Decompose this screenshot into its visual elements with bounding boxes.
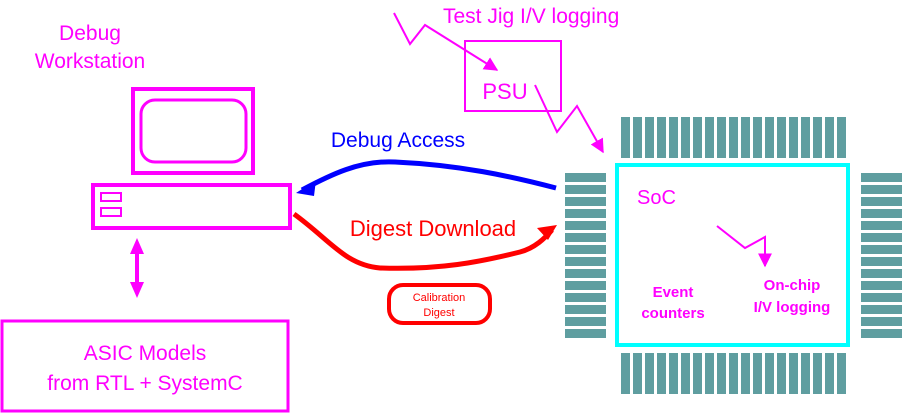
soc-pin bbox=[861, 281, 902, 290]
soc-pin bbox=[861, 209, 902, 218]
soc-pin bbox=[681, 117, 690, 158]
onchip-lightning-arrow-icon bbox=[716, 225, 772, 268]
soc-pin bbox=[765, 117, 774, 158]
soc-pin bbox=[657, 353, 666, 394]
soc-pin bbox=[861, 233, 902, 242]
digest-download-arrowhead-icon bbox=[537, 225, 557, 240]
soc-pin bbox=[741, 117, 750, 158]
soc-pin bbox=[565, 233, 606, 242]
soc-pin bbox=[861, 293, 902, 302]
soc-pin bbox=[801, 117, 810, 158]
psu-power-lightning-arrow-icon bbox=[534, 84, 604, 154]
soc-pin bbox=[565, 245, 606, 254]
soc-pin bbox=[861, 245, 902, 254]
soc-pin bbox=[825, 353, 834, 394]
computer-base-icon bbox=[91, 183, 292, 230]
soc-pin bbox=[657, 117, 666, 158]
soc-pin bbox=[777, 353, 786, 394]
soc-pin bbox=[693, 117, 702, 158]
calibration-line1: Calibration bbox=[413, 292, 466, 304]
soc-pins-left bbox=[565, 173, 606, 338]
soc-pin bbox=[669, 353, 678, 394]
calibration-digest-badge: Calibration Digest bbox=[387, 283, 492, 325]
soc-pin bbox=[633, 117, 642, 158]
soc-pin bbox=[717, 117, 726, 158]
soc-pin bbox=[825, 117, 834, 158]
debug-access-label: Debug Access bbox=[331, 129, 465, 152]
soc-pin bbox=[741, 353, 750, 394]
soc-pin bbox=[729, 117, 738, 158]
soc-pin bbox=[693, 353, 702, 394]
soc-pin bbox=[645, 117, 654, 158]
soc-pin bbox=[861, 305, 902, 314]
soc-pin bbox=[789, 353, 798, 394]
onchip-logging-line1: On-chip bbox=[764, 277, 821, 294]
soc-pin bbox=[753, 353, 762, 394]
soc-pin bbox=[565, 257, 606, 266]
soc-pin bbox=[621, 353, 630, 394]
workstation-title-line2: Workstation bbox=[35, 50, 146, 73]
soc-pin bbox=[813, 353, 822, 394]
soc-pin bbox=[837, 117, 846, 158]
workstation-title-line1: Debug bbox=[59, 22, 121, 45]
soc-pin bbox=[565, 209, 606, 218]
asic-models-line2: from RTL + SystemC bbox=[47, 372, 242, 395]
soc-chip-body bbox=[615, 163, 850, 347]
soc-pin bbox=[705, 117, 714, 158]
soc-pins-bottom bbox=[621, 353, 846, 394]
soc-pin bbox=[565, 305, 606, 314]
soc-pin bbox=[861, 269, 902, 278]
soc-pins-right bbox=[861, 173, 902, 338]
soc-pin bbox=[621, 117, 630, 158]
soc-pin bbox=[813, 117, 822, 158]
monitor-icon bbox=[131, 87, 255, 175]
soc-label: SoC bbox=[637, 187, 676, 209]
soc-pin bbox=[565, 329, 606, 338]
soc-pin bbox=[861, 185, 902, 194]
onchip-logging-line2: I/V logging bbox=[754, 299, 831, 316]
soc-pin bbox=[801, 353, 810, 394]
soc-pin bbox=[777, 117, 786, 158]
soc-pin bbox=[645, 353, 654, 394]
digest-download-arrow bbox=[292, 211, 554, 271]
soc-pin bbox=[765, 353, 774, 394]
soc-pin bbox=[717, 353, 726, 394]
soc-pin bbox=[861, 173, 902, 182]
asic-models-box: ASIC Models from RTL + SystemC bbox=[0, 319, 290, 413]
bidirectional-arrow-icon bbox=[130, 238, 144, 298]
event-counters-line2: counters bbox=[641, 305, 704, 322]
soc-pin bbox=[565, 317, 606, 326]
debug-access-arrowhead-icon bbox=[296, 180, 316, 196]
digest-download-label: Digest Download bbox=[350, 216, 516, 241]
soc-pin bbox=[837, 353, 846, 394]
soc-pin bbox=[633, 353, 642, 394]
psu-label: PSU bbox=[482, 79, 527, 104]
soc-pin bbox=[861, 329, 902, 338]
test-jig-label: Test Jig I/V logging bbox=[443, 5, 619, 28]
calibration-line2: Digest bbox=[423, 307, 454, 319]
soc-pin bbox=[861, 317, 902, 326]
asic-models-line1: ASIC Models bbox=[84, 342, 207, 365]
test-jig-lightning-arrow-icon bbox=[393, 12, 499, 71]
soc-pin bbox=[669, 117, 678, 158]
soc-pin bbox=[565, 281, 606, 290]
soc-pin bbox=[729, 353, 738, 394]
soc-pin bbox=[565, 185, 606, 194]
soc-pin bbox=[861, 197, 902, 206]
event-counters-line1: Event bbox=[653, 284, 694, 301]
soc-pin bbox=[861, 221, 902, 230]
soc-pin bbox=[753, 117, 762, 158]
soc-pin bbox=[565, 221, 606, 230]
soc-pin bbox=[565, 173, 606, 182]
psu-box: PSU bbox=[464, 40, 562, 112]
soc-pin bbox=[565, 197, 606, 206]
soc-pin bbox=[681, 353, 690, 394]
debug-access-arrow bbox=[300, 159, 557, 193]
soc-pin bbox=[789, 117, 798, 158]
soc-pin bbox=[565, 269, 606, 278]
soc-pin bbox=[705, 353, 714, 394]
soc-pin bbox=[861, 257, 902, 266]
soc-pin bbox=[565, 293, 606, 302]
soc-pins-top bbox=[621, 117, 846, 158]
